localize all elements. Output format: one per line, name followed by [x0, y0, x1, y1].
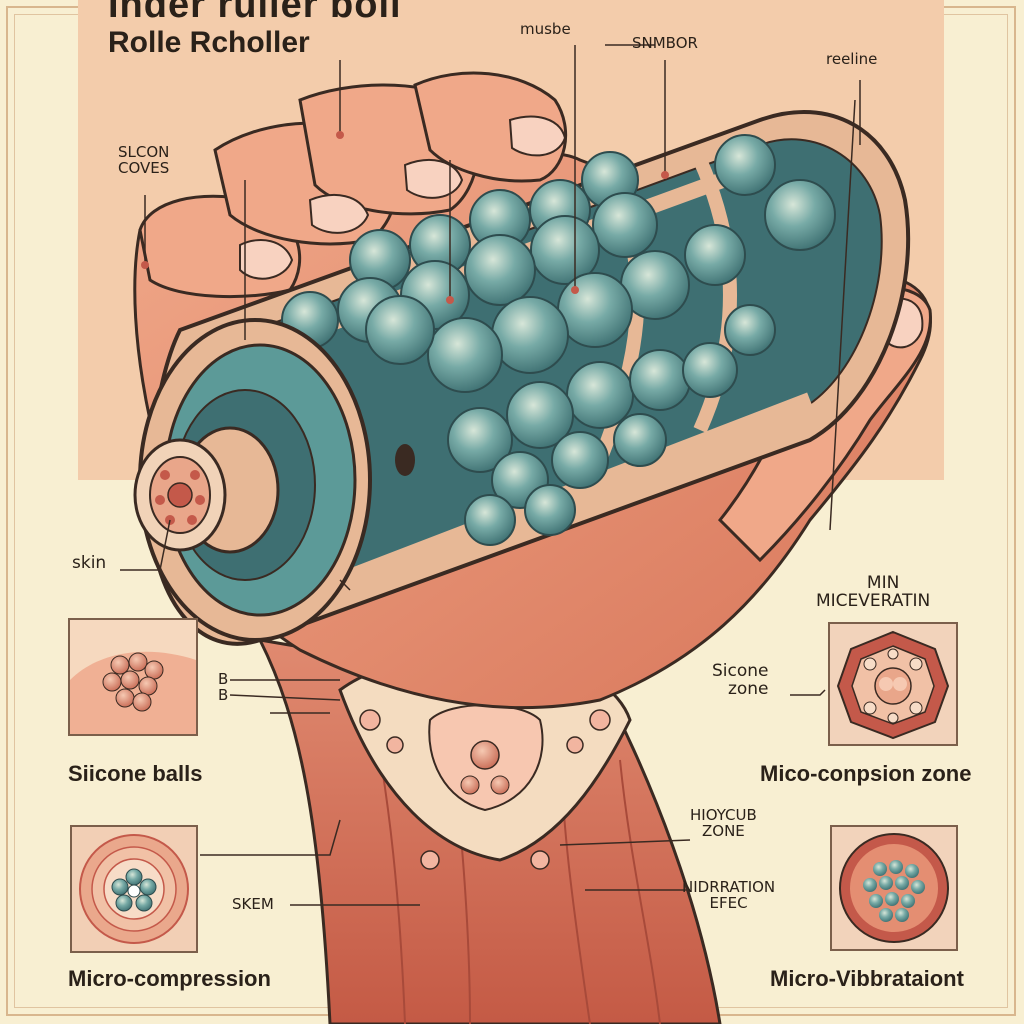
- label-nidrration-line1: nidrration: [682, 878, 776, 896]
- label-skem: skem: [232, 895, 274, 913]
- label-hioycub-zone: hioycub zone: [690, 806, 757, 840]
- label-min-line1: min: [866, 573, 900, 593]
- roller-end-cap: [133, 318, 415, 642]
- label-skin: skin: [72, 553, 107, 573]
- label-hioycub-line1: hioycub: [690, 806, 757, 824]
- label-reeline: reeline: [826, 50, 878, 68]
- label-slcon-line2: coves: [118, 158, 170, 177]
- label-b2: B: [218, 686, 229, 704]
- caption-micro-compression: Micro-compression: [68, 966, 271, 991]
- inset-micro-vibration: [830, 825, 958, 951]
- leader-lines: [120, 44, 861, 906]
- label-nidrration-line2: efec: [709, 893, 748, 912]
- caption-silicone-balls: Siicone balls: [68, 761, 203, 786]
- label-sicone-line1: Sicone: [712, 661, 769, 681]
- label-sicone-zone: Sicone zone: [712, 661, 769, 699]
- inset-silicone-balls: [68, 618, 198, 736]
- caption-compression-zone: Mico-conpsion zone: [760, 761, 972, 786]
- label-min-line2: miceveratin: [816, 590, 931, 611]
- page-subtitle: Rolle Rcholler: [108, 26, 310, 59]
- inset-micro-compression: [70, 825, 198, 953]
- forearm: [257, 638, 722, 1024]
- label-nidrration-efec: nidrration efec: [682, 878, 776, 912]
- inset-compression-zone-art: [836, 630, 950, 740]
- label-hioycub-line2: zone: [702, 821, 745, 840]
- label-slcon-coves: slcon coves: [118, 143, 170, 177]
- label-slcon-line1: slcon: [118, 143, 170, 161]
- label-sicone-line2: zone: [727, 678, 769, 699]
- page-title: Inder ruller boli: [108, 0, 402, 26]
- label-b1: B: [218, 670, 229, 688]
- inset-micro-compression-art: [79, 834, 189, 944]
- inset-compression-zone: [828, 622, 958, 746]
- caption-micro-vibration: Micro-Vibbrataiont: [770, 966, 964, 991]
- inset-micro-vibration-art: [839, 833, 949, 943]
- inset-silicone-balls-art: [70, 651, 196, 734]
- label-min-miceveratin: min miceveratin: [816, 573, 930, 611]
- label-musbe: musbe: [520, 20, 571, 38]
- label-snmbor: snmbor: [632, 34, 698, 52]
